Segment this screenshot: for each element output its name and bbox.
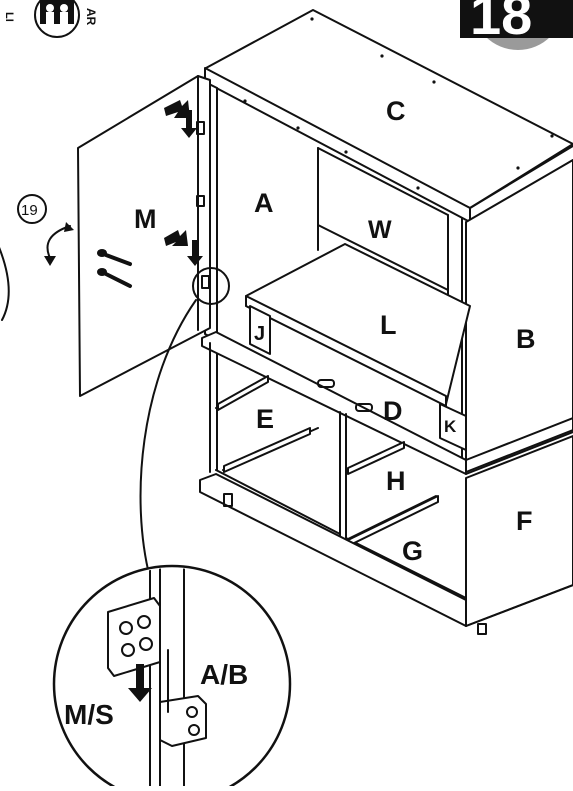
panel-d-shelf xyxy=(201,331,467,475)
zoom-target-circle xyxy=(192,267,230,305)
label-a: A xyxy=(254,188,274,218)
badge-edge-text: LI xyxy=(3,12,15,22)
panel-j-support xyxy=(249,305,271,355)
badge-text: AR xyxy=(84,8,98,26)
label-b: B xyxy=(516,324,536,354)
label-h: H xyxy=(386,466,406,496)
label-ab: A/B xyxy=(200,659,248,690)
hinge-detail-view xyxy=(52,564,292,791)
base-plinth xyxy=(199,473,467,627)
drawer-runners xyxy=(217,375,439,547)
label-m: M xyxy=(134,204,157,234)
panel-labels: C A M W L J B D E K H F G A/B M/S xyxy=(64,96,536,730)
rotate-arrow-icon xyxy=(44,222,74,266)
zoom-leader-line xyxy=(139,299,197,579)
label-g: G xyxy=(402,536,423,566)
screw-icon xyxy=(97,249,132,288)
label-j: J xyxy=(254,323,265,345)
panel-k-support xyxy=(439,403,467,451)
panel-f-side xyxy=(465,435,573,627)
step-number-badge: 18 xyxy=(460,0,573,50)
label-e: E xyxy=(256,404,274,434)
door-m xyxy=(77,75,211,397)
callout-step-number: 19 xyxy=(21,202,38,219)
label-f: F xyxy=(516,506,533,536)
step-number: 18 xyxy=(470,0,532,46)
label-c: C xyxy=(386,96,406,126)
previous-step-arc xyxy=(0,247,10,321)
top-panel-holes xyxy=(243,17,554,190)
two-person-badge xyxy=(34,0,80,38)
label-ms: M/S xyxy=(64,699,114,730)
label-w: W xyxy=(368,216,392,244)
label-k: K xyxy=(444,417,457,436)
panel-b-side xyxy=(465,159,573,473)
label-d: D xyxy=(383,396,403,426)
label-l: L xyxy=(380,310,397,340)
arrow-icon xyxy=(164,100,203,266)
